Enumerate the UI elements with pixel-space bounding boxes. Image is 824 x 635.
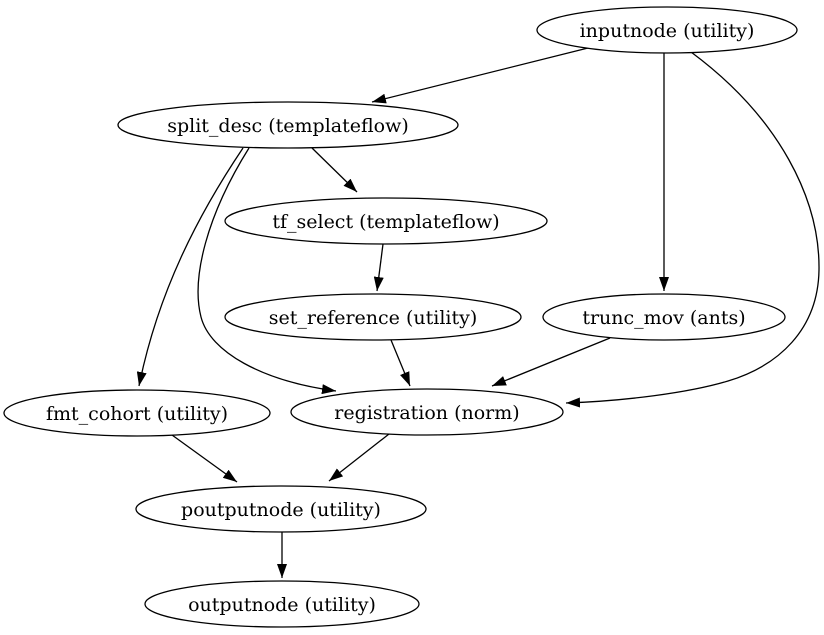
node-fmt_cohort: fmt_cohort (utility)	[3, 389, 271, 437]
node-registration-ellipse	[290, 388, 564, 436]
edge-set_reference-registration	[390, 339, 411, 387]
node-trunc_mov-label: trunc_mov (ants)	[582, 307, 745, 329]
node-tf_select-ellipse	[224, 197, 548, 245]
node-set_reference: set_reference (utility)	[224, 293, 522, 341]
edge-split_desc-registration	[197, 147, 337, 395]
node-poutputnode: poutputnode (utility)	[135, 485, 427, 533]
node-outputnode: outputnode (utility)	[144, 580, 420, 628]
node-split_desc: split_desc (templateflow)	[117, 101, 459, 149]
edge-split_desc-fmt_cohort	[136, 147, 244, 387]
node-inputnode: inputnode (utility)	[536, 6, 798, 54]
node-split_desc-ellipse	[117, 101, 459, 149]
edge-registration-poutputnode	[328, 433, 390, 482]
node-inputnode-label: inputnode (utility)	[580, 20, 755, 42]
node-split_desc-label: split_desc (templateflow)	[167, 115, 409, 137]
node-fmt_cohort-label: fmt_cohort (utility)	[46, 403, 228, 425]
edge-inputnode-split_desc	[371, 47, 589, 104]
node-registration-label: registration (norm)	[334, 402, 519, 424]
node-poutputnode-label: poutputnode (utility)	[181, 499, 381, 521]
edge-trunc_mov-registration	[491, 337, 611, 387]
edge-split_desc-tf_select	[311, 147, 358, 193]
node-set_reference-label: set_reference (utility)	[269, 307, 478, 329]
node-poutputnode-ellipse	[135, 485, 427, 533]
edge-tf_select-set_reference	[373, 243, 384, 292]
node-tf_select-label: tf_select (templateflow)	[272, 211, 499, 233]
node-outputnode-ellipse	[144, 580, 420, 628]
node-registration: registration (norm)	[290, 388, 564, 436]
edge-fmt_cohort-poutputnode	[171, 434, 238, 483]
node-tf_select: tf_select (templateflow)	[224, 197, 548, 245]
node-inputnode-ellipse	[536, 6, 798, 54]
node-fmt_cohort-ellipse	[3, 389, 271, 437]
node-trunc_mov-ellipse	[542, 293, 786, 341]
node-set_reference-ellipse	[224, 293, 522, 341]
node-outputnode-label: outputnode (utility)	[188, 594, 376, 616]
edge-inputnode-registration	[565, 51, 820, 408]
node-trunc_mov: trunc_mov (ants)	[542, 293, 786, 341]
